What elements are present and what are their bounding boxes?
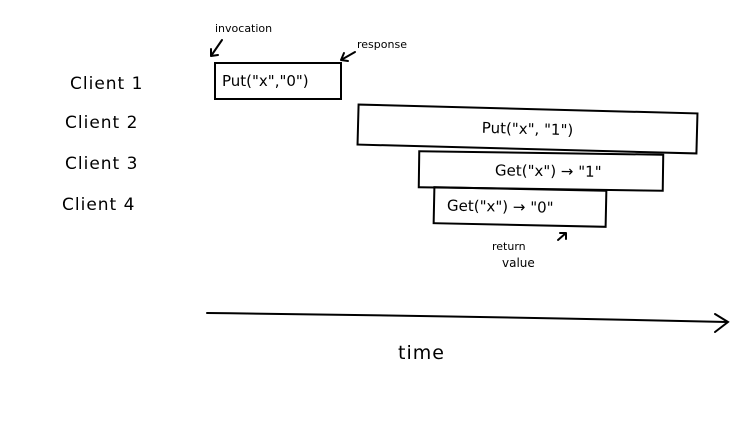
client-label-3: Client 3 <box>65 154 139 174</box>
return-value-annotation-line1: return <box>492 240 526 253</box>
client-label-1: Client 1 <box>70 74 144 94</box>
operation-label: Put("x","0") <box>222 72 309 90</box>
operation-get-x-0: Get("x") → "0" <box>432 186 608 228</box>
return-value-arrow <box>557 232 567 241</box>
operation-label: Put("x", "1") <box>481 118 574 140</box>
operation-label: Get("x") → "0" <box>446 196 554 217</box>
invocation-arrow <box>210 39 223 57</box>
operation-get-x-1: Get("x") → "1" <box>417 150 665 192</box>
time-axis-arrowhead <box>714 313 730 333</box>
time-axis-line <box>206 312 728 323</box>
operation-put-x-1: Put("x", "1") <box>356 103 699 155</box>
time-axis-label: time <box>398 342 445 364</box>
invocation-annotation: invocation <box>215 22 273 35</box>
return-value-annotation-line2: value <box>502 256 535 270</box>
operation-label: Get("x") → "1" <box>494 161 602 181</box>
client-label-4: Client 4 <box>62 195 136 215</box>
response-annotation: response <box>357 38 407 51</box>
client-label-2: Client 2 <box>65 113 139 133</box>
response-arrow <box>340 51 356 62</box>
operation-put-x-0: Put("x","0") <box>214 62 342 100</box>
